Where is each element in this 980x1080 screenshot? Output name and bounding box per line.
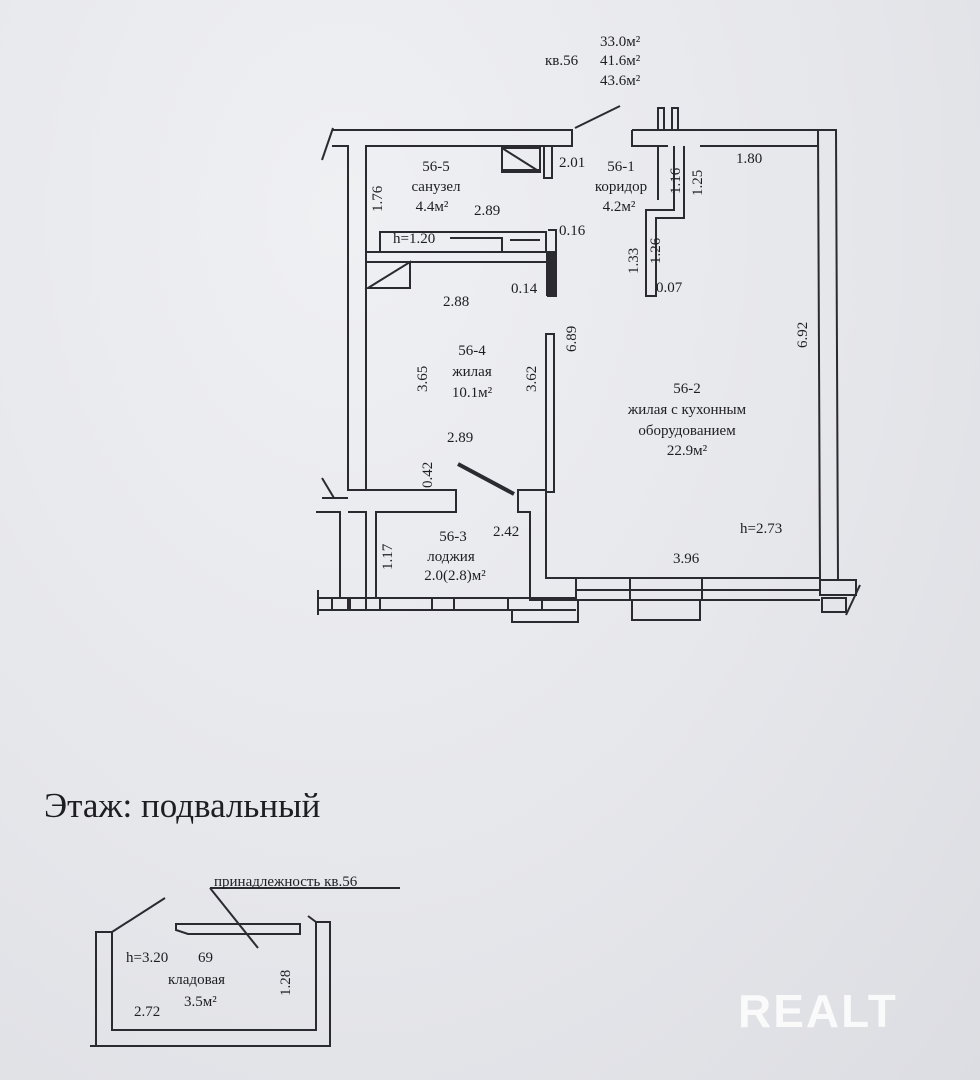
apartment-area-2: 41.6м²	[600, 53, 641, 69]
dim-partition-016: 0.16	[559, 223, 586, 239]
living-area: 22.9м²	[666, 443, 708, 459]
entrance-door-line	[574, 105, 621, 129]
bath-name: санузел	[411, 179, 461, 195]
dim-bed-bottom: 2.89	[447, 430, 474, 446]
storage-height: h=3.20	[126, 950, 169, 966]
top-wall-right	[632, 129, 819, 147]
realt-watermark: REALT	[738, 985, 898, 1037]
dim-loggia-width: 2.42	[493, 524, 520, 540]
corridor-id: 56-1	[607, 159, 635, 175]
loggia-door	[457, 462, 515, 496]
dim-living-689: 6.89	[564, 325, 580, 352]
dim-bed-top: 2.88	[443, 294, 470, 310]
storage-area: 3.5м²	[184, 994, 217, 1010]
apartment-label: кв.56	[545, 53, 579, 69]
bath-sill: h=1.20	[393, 231, 436, 247]
dim-corr-125: 1.25	[690, 169, 706, 196]
bath-area: 4.4м²	[415, 199, 449, 215]
corridor-partition	[645, 146, 685, 297]
living-name-1: жилая с кухонным	[627, 402, 747, 418]
dim-bath-width: 2.89	[474, 203, 501, 219]
loggia-area: 2.0(2.8)м²	[424, 568, 486, 584]
storage-number: 69	[198, 950, 213, 966]
dim-corr-007: 0.07	[656, 280, 683, 296]
living-id: 56-2	[673, 381, 701, 397]
dim-corr-133: 1.33	[626, 247, 642, 274]
storage-width: 2.72	[134, 1004, 161, 1020]
dim-bath-niche: 2.01	[559, 155, 586, 171]
corridor-name: коридор	[594, 179, 648, 195]
right-wall	[817, 130, 819, 146]
dim-loggia-height: 1.17	[380, 543, 396, 570]
floor-title: Этаж: подвальный	[44, 786, 321, 825]
bed-area: 10.1м²	[451, 385, 493, 401]
dim-corr-126: 1.26	[648, 237, 664, 264]
bath-id: 56-5	[422, 159, 450, 175]
storage-name: кладовая	[168, 972, 226, 988]
top-wall-left	[332, 129, 573, 491]
dim-living-bottom: 3.96	[673, 551, 700, 567]
loggia-name: лоджия	[427, 549, 475, 565]
apartment-area-3: 43.6м²	[600, 73, 641, 89]
storage-belongs: принадлежность кв.56	[214, 874, 358, 890]
loggia-id: 56-3	[439, 529, 467, 545]
living-name-2: оборудованием	[638, 423, 736, 439]
corridor-area: 4.2м²	[602, 199, 636, 215]
dim-corr-116: 1.16	[668, 167, 684, 194]
storage-shelf	[175, 923, 301, 935]
dim-bed-014: 0.14	[511, 281, 538, 297]
bed-id: 56-4	[458, 343, 486, 359]
bed-name: жилая	[452, 364, 492, 380]
loggia-top-wall	[348, 489, 457, 599]
apartment-area-1: 33.0м²	[600, 34, 641, 50]
dim-bed-left: 3.65	[415, 365, 431, 392]
dim-living-top: 1.80	[736, 151, 763, 167]
dim-bed-right: 3.62	[524, 365, 540, 392]
living-height: h=2.73	[740, 521, 783, 537]
dim-bed-042: 0.42	[420, 461, 436, 488]
storage-depth: 1.28	[278, 969, 294, 996]
bed-living-partition	[545, 333, 555, 493]
dim-living-side: 6.92	[795, 321, 811, 348]
dim-bath-side: 1.76	[370, 185, 386, 212]
